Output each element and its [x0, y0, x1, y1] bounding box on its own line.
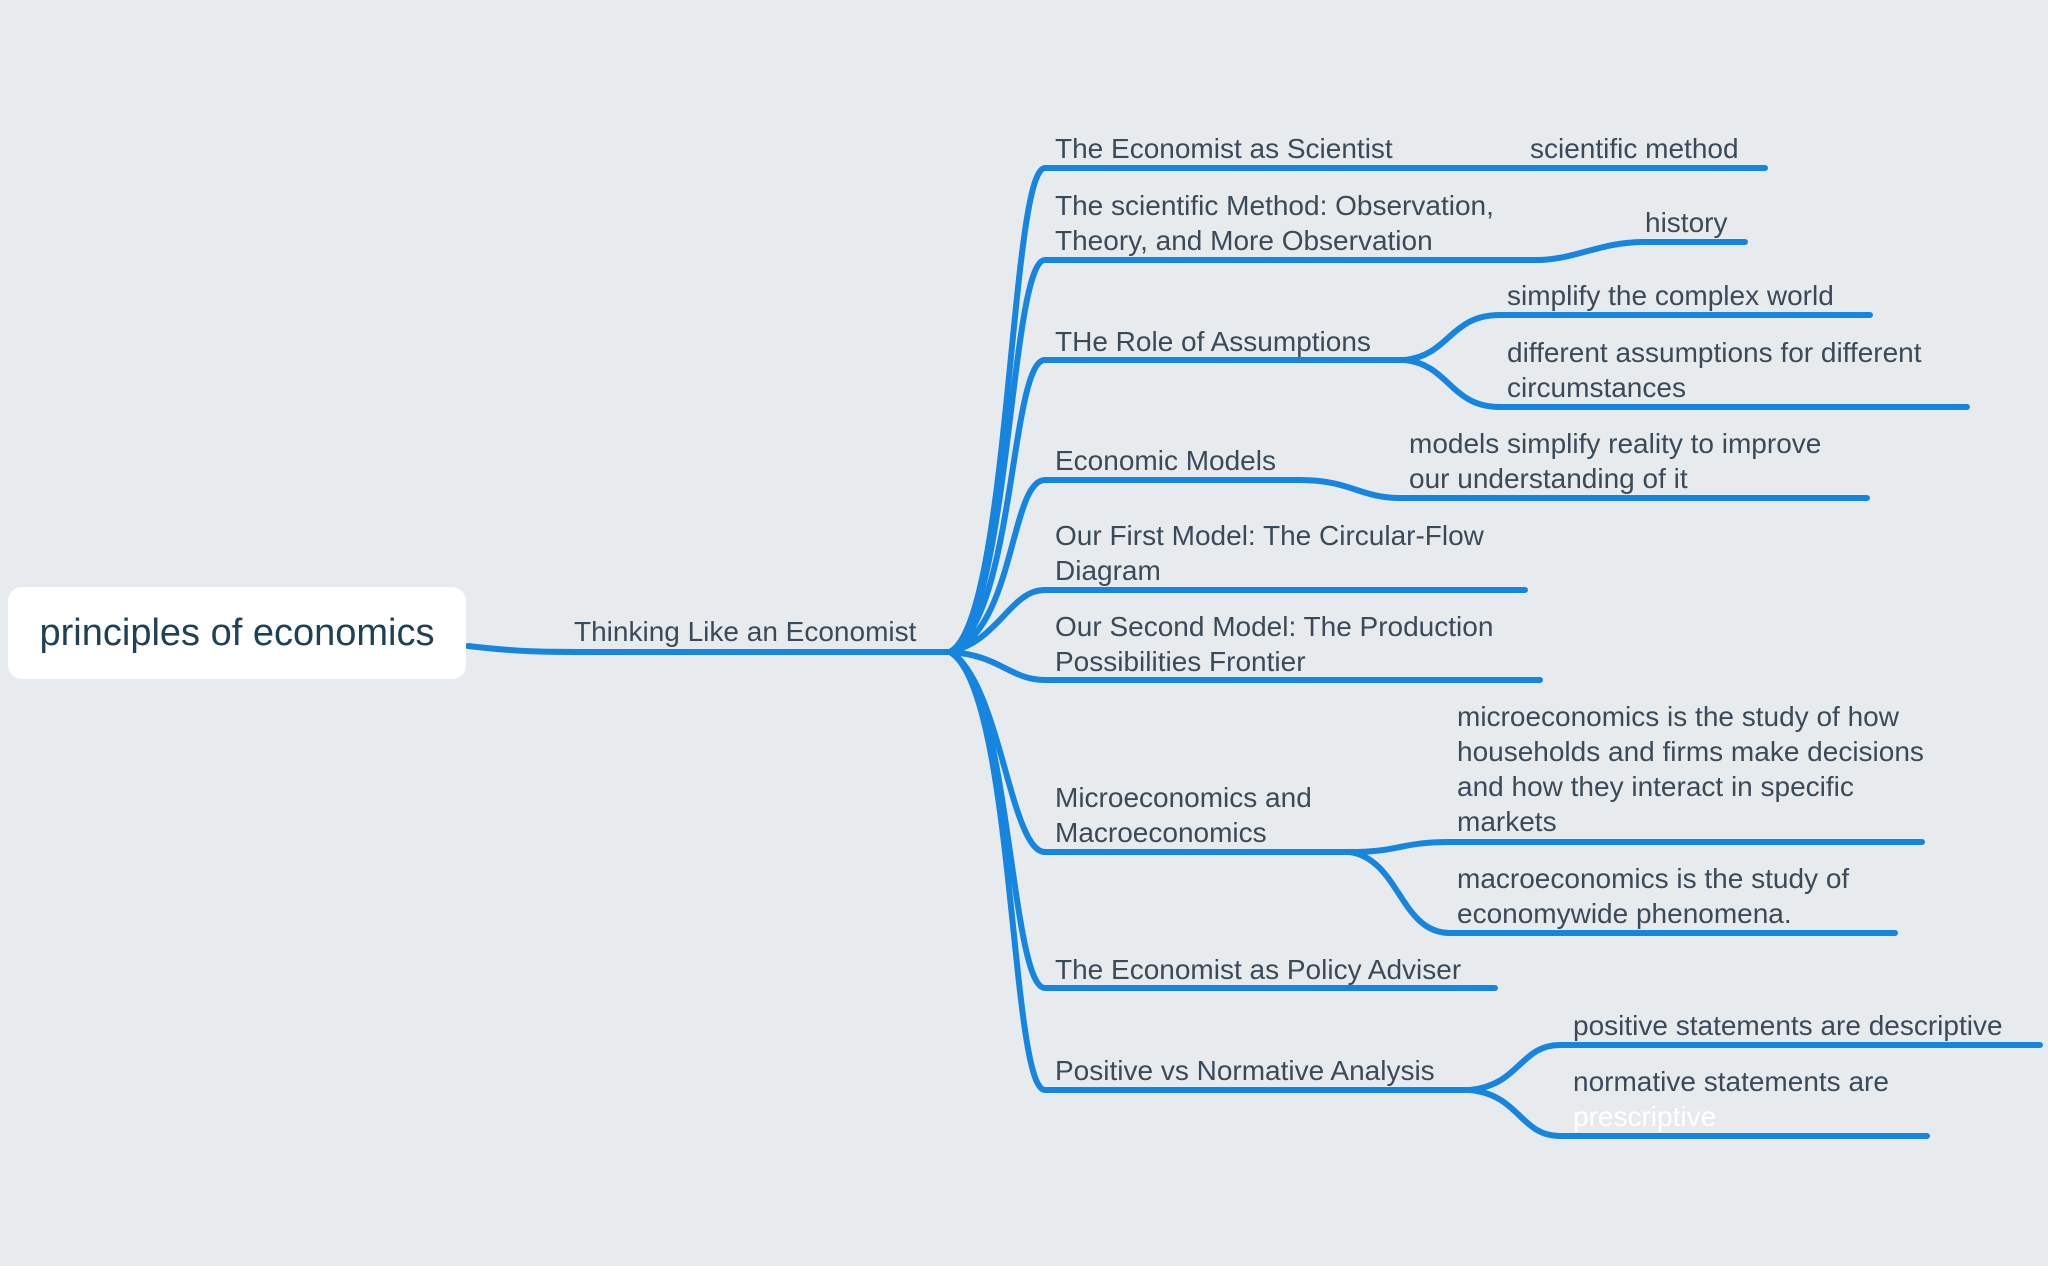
- topic-economic-models[interactable]: Economic Models: [1055, 445, 1276, 476]
- branch-topic-3-sub-1: [1402, 312, 1873, 363]
- topic-positive-normative[interactable]: Positive vs Normative Analysis: [1055, 1055, 1435, 1086]
- branch-topic-3-sub-2: [1402, 357, 1970, 410]
- branch-topic-4-sub-1: [1297, 477, 1870, 501]
- subtopic-microeconomics-definition[interactable]: microeconomics is the study of how house…: [1457, 701, 1924, 837]
- subtopic-normative-statements[interactable]: normative statements are prescriptive: [1573, 1064, 1933, 1134]
- subtopic-different-assumptions[interactable]: different assumptions for different circ…: [1507, 337, 1922, 403]
- topic-policy-adviser[interactable]: The Economist as Policy Adviser: [1055, 954, 1462, 985]
- topic-circular-flow[interactable]: Our First Model: The Circular-Flow Diagr…: [1055, 520, 1484, 586]
- topic-scientific-method[interactable]: The scientific Method: Observation, Theo…: [1055, 190, 1494, 256]
- root-topic-label: principles of economics: [39, 611, 435, 654]
- normative-statements-label: normative statements are prescriptive: [1573, 1066, 1889, 1132]
- branch-main-topic-2: [947, 257, 1543, 655]
- subtopic-positive-statements[interactable]: positive statements are descriptive: [1573, 1010, 2003, 1041]
- topic-economist-as-scientist[interactable]: The Economist as Scientist: [1055, 133, 1393, 164]
- branch-topic-9-sub-2: [1467, 1087, 1930, 1139]
- branch-main-topic-4: [947, 477, 1303, 655]
- main-topic[interactable]: Thinking Like an Economist: [574, 614, 916, 649]
- subtopic-macroeconomics-definition[interactable]: macroeconomics is the study of economywi…: [1457, 863, 1850, 929]
- branch-topic-9-sub-1: [1467, 1042, 2043, 1093]
- topic-micro-macro[interactable]: Microeconomics and Macroeconomics: [1055, 782, 1312, 848]
- topic-production-possibilities[interactable]: Our Second Model: The Production Possibi…: [1055, 611, 1494, 677]
- branch-topic-7-sub-2: [1347, 849, 1898, 936]
- branch-topic-7-sub-1: [1347, 839, 1925, 855]
- subtopic-simplify-complex-world[interactable]: simplify the complex world: [1507, 280, 1834, 311]
- main-topic-label: Thinking Like an Economist: [574, 616, 917, 647]
- branch-root-main: [465, 643, 953, 655]
- topic-role-of-assumptions[interactable]: THe Role of Assumptions: [1055, 326, 1371, 357]
- normative-statements-label-tail: prescriptive: [1573, 1101, 1717, 1132]
- root-topic[interactable]: principles of economics: [8, 587, 466, 679]
- branch-main-topic-5: [947, 587, 1528, 655]
- branch-topic-2-sub-1: [1537, 239, 1748, 263]
- branch-main-topic-3: [947, 357, 1408, 655]
- subtopic-scientific-method[interactable]: scientific method: [1530, 133, 1739, 164]
- subtopic-history[interactable]: history: [1645, 207, 1728, 238]
- branch-main-topic-9: [947, 649, 1473, 1093]
- branch-main-topic-6: [947, 649, 1543, 683]
- subtopic-models-simplify-reality[interactable]: models simplify reality to improve our u…: [1409, 428, 1822, 494]
